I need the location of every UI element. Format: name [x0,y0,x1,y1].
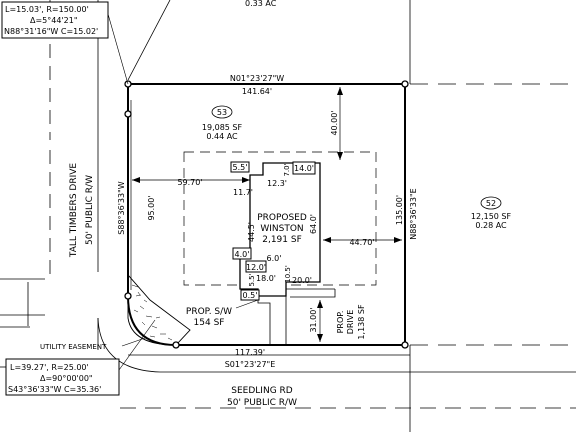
top-curve-line3: N88°31'16"W C=15.02' [4,27,98,36]
bottom-curve-line2: Δ=90°00'00" [40,374,93,383]
west-bearing: S88°36'33"W [117,181,126,234]
house-line3: 2,191 SF [262,235,302,245]
dim-5-5-bottom: 5.5' [248,273,256,286]
dim-64-0: 64.0' [309,214,318,234]
dim-6-0: 6.0' [267,254,282,263]
house-label: PROPOSED WINSTON 2,191 SF [257,213,307,245]
dim-7-0: 7.0' [283,163,291,176]
dim-11-7: 11.7' [233,188,253,197]
drive-label: PROP. DRIVE 1,138 SF [336,304,366,340]
drive-line3: 1,138 SF [357,304,366,340]
bottom-curve-line3: S43°36'33"W C=35.36' [8,385,101,394]
utility-easement-hatch [127,273,191,346]
top-curve-line2: Δ=5°44'21" [30,16,78,25]
dim-0-5: 0.5' [243,291,258,300]
house-line1: PROPOSED [257,213,307,223]
dim-5-5-top: 5.5' [233,163,248,172]
setback-west: 59.70' [177,178,202,187]
drive-line1: PROP. [336,311,345,334]
dimension-labels: 40.00' 59.70' 44.70' 31.00' 5.5' 7.0' 14… [177,110,374,332]
west-street-row: 50' PUBLIC R/W [85,175,95,245]
lot-53-boundary [127,83,406,346]
street-labels: TALL TIMBERS DRIVE 50' PUBLIC R/W SEEDLI… [69,163,297,408]
south-street-row: 50' PUBLIC R/W [227,398,297,408]
lot-52-labels: 52 12,150 SF 0.28 AC [471,196,512,230]
south-length: 117.39' [235,348,265,357]
lot-52-area-sf: 12,150 SF [471,212,512,221]
bottom-curve-line1: L=39.27', R=25.00' [10,363,89,372]
garage-notch [285,282,335,290]
north-length: 141.64' [242,87,272,96]
setback-east: 44.70' [349,238,374,247]
lot-53-labels: 53 19,085 SF 0.44 AC N01°23'27"W 141.64'… [117,74,418,369]
top-curve-line1: L=15.03', R=150.00' [5,5,89,14]
dim-14-0: 14.0' [294,164,314,173]
drive-line2: DRIVE [346,310,355,335]
east-length: 135.00' [395,195,404,225]
dim-44-5: 44.5' [247,222,256,242]
dimension-arrows [132,87,402,342]
dim-4-0: 4.0' [235,250,250,259]
dim-10-5: 10.5' [284,265,292,283]
lot-53-area-sf: 19,085 SF [202,123,243,132]
house-line2: WINSTON [260,224,303,234]
setback-south: 31.00' [309,307,318,332]
top-lot-acreage: 0.33 AC [245,0,277,8]
sidewalk-drive-lines [257,289,336,345]
easement-label: UTILITY EASEMENT [40,343,107,351]
east-bearing: N88°36'33"E [409,188,418,239]
dimension-lines [130,87,402,342]
west-length: 95.00' [147,195,156,220]
sidewalk-label: PROP. S/W 154 SF [186,299,259,328]
setback-north: 40.00' [330,110,339,135]
dim-12-3: 12.3' [267,179,287,188]
dim-12-0: 12.0' [246,263,266,272]
south-street-name: SEEDLING RD [231,386,293,396]
top-curve-data: L=15.03', R=150.00' Δ=5°44'21" N88°31'16… [1,1,129,85]
lot-53-area-ac: 0.44 AC [206,132,238,141]
property-corner-markers [124,80,409,349]
sidewalk-line1: PROP. S/W [186,307,232,317]
south-bearing: S01°23'27"E [225,360,276,369]
west-street-name: TALL TIMBERS DRIVE [69,163,79,258]
lot-53-number: 53 [217,108,227,117]
north-bearing: N01°23'27"W [230,74,284,83]
lot-52-number: 52 [486,199,496,208]
lot-52-area-ac: 0.28 AC [475,221,507,230]
dim-18-0: 18.0' [256,274,276,283]
dim-20-0: 20.0' [292,276,312,285]
bottom-curve-data: L=39.27', R=25.00' Δ=90°00'00" S43°36'33… [5,319,156,396]
sidewalk-line2: 154 SF [194,318,225,328]
